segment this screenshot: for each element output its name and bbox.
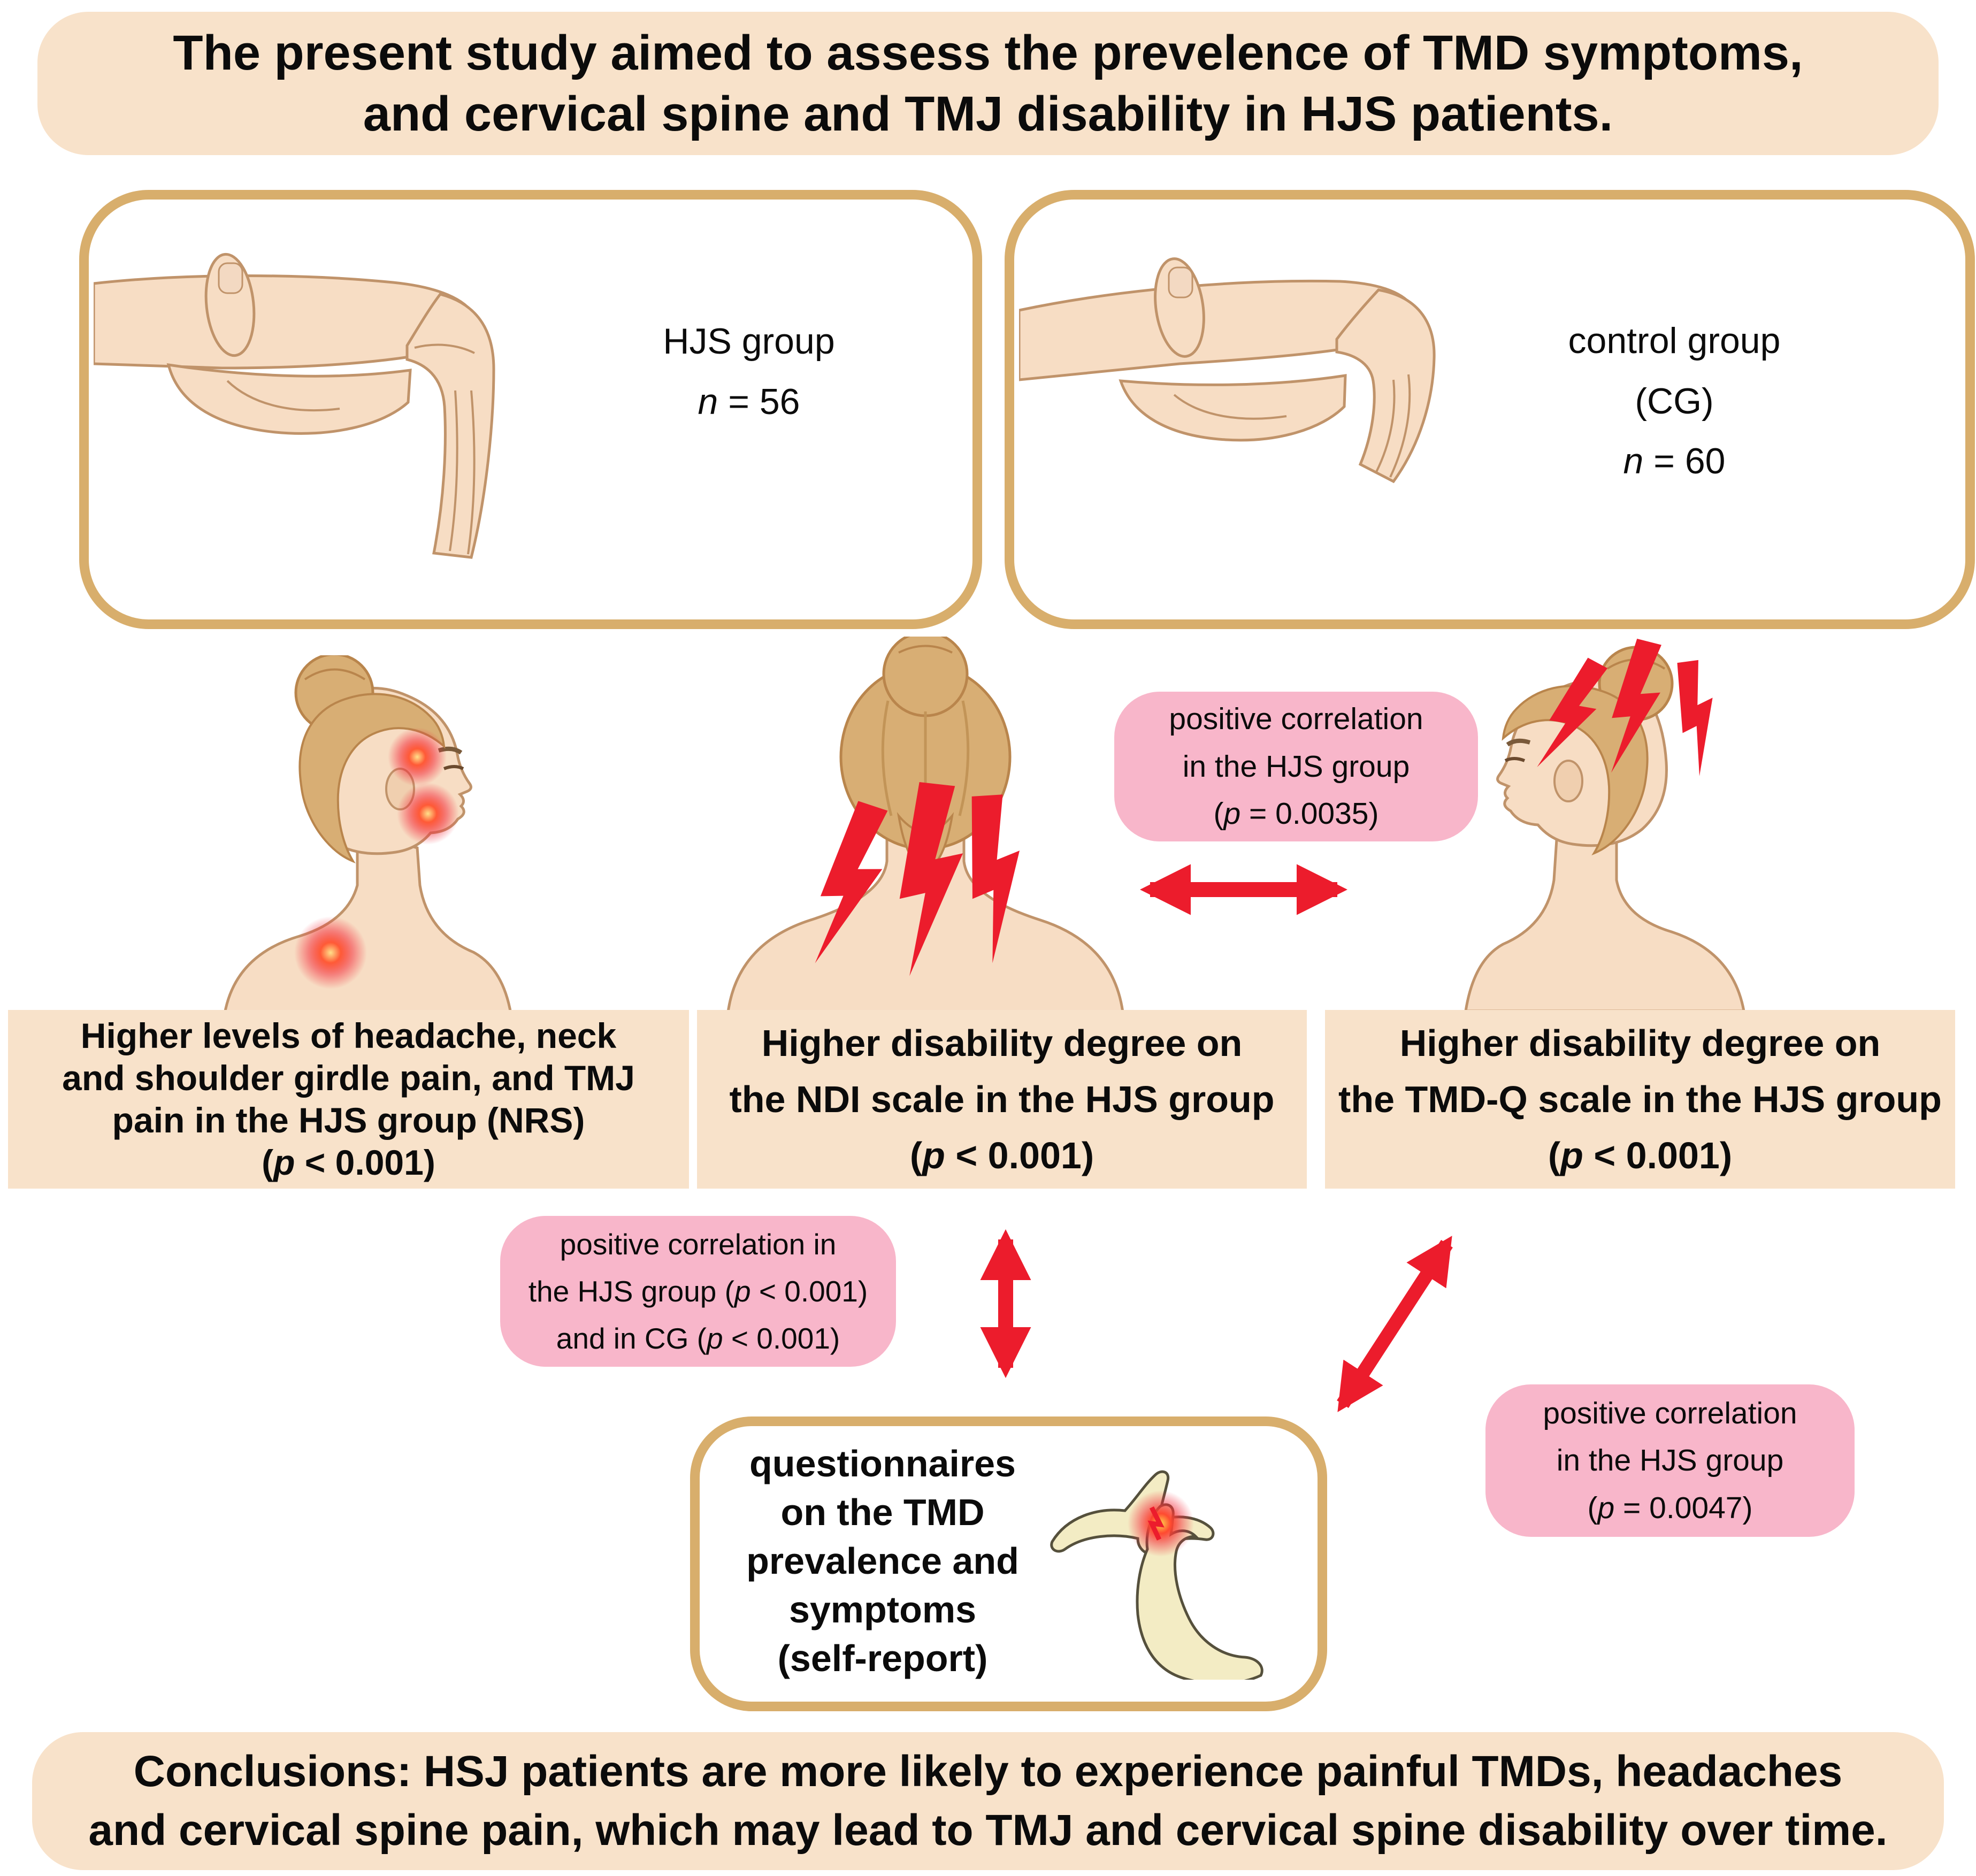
title-line: and cervical spine and TMJ disability in…: [363, 87, 1613, 141]
lightning-icon: [815, 782, 1020, 976]
shoulders-shape: [1464, 822, 1745, 1011]
text-line: on the TMD: [780, 1491, 985, 1533]
control-group-text: control group (CG) n = 60: [1487, 286, 1862, 516]
examiner-hand-shape: [166, 363, 412, 435]
p-value: (p = 0.0047): [1587, 1490, 1753, 1525]
text-line: the NDI scale in the HJS group: [729, 1078, 1275, 1120]
p-value: (p < 0.001): [909, 1134, 1094, 1176]
text-line: positive correlation: [1169, 702, 1423, 737]
questionnaire-text: questionnaires on the TMD prevalence and…: [706, 1443, 1059, 1679]
hjs-group-text: HJS group n = 56: [572, 292, 925, 452]
pain-flash-icon: [1147, 1506, 1165, 1541]
double-arrow-diagonal: [1337, 1236, 1453, 1412]
text-line: Higher disability degree on: [761, 1022, 1243, 1064]
finding-box-ndi: Higher disability degree on the NDI scal…: [697, 1010, 1307, 1189]
shoulders-shape: [223, 830, 512, 1014]
woman-pain-profile-illustration: [223, 655, 512, 1014]
thumbnail-shape: [218, 262, 243, 294]
text-line: symptoms: [788, 1588, 977, 1630]
p-value: the HJS group (p < 0.001): [528, 1275, 868, 1308]
hand-hypermobility-negative-illustration: [1019, 257, 1436, 484]
text-line: positive correlation: [1543, 1396, 1797, 1430]
p-value: (p = 0.0035): [1213, 797, 1379, 831]
eyebrow-shape: [1506, 738, 1531, 747]
text-line: Higher disability degree on: [1399, 1022, 1881, 1064]
text-line: and shoulder girdle pain, and TMJ: [62, 1058, 635, 1098]
control-group-label: control group: [1568, 320, 1781, 361]
p-value: and in CG (p < 0.001): [556, 1322, 840, 1355]
text-line: Higher levels of headache, neck: [80, 1015, 617, 1055]
text-line: (self-report): [777, 1637, 988, 1679]
eye-shape: [1504, 757, 1526, 762]
finding-box-tmdq: Higher disability degree on the TMD-Q sc…: [1325, 1010, 1955, 1189]
ear-shape: [1553, 760, 1583, 802]
text-line: prevalence and: [746, 1540, 1019, 1582]
examiner-hand-shape: [1119, 374, 1347, 442]
double-arrow-vertical: [980, 1229, 1031, 1379]
title-banner: The present study aimed to assess the pr…: [37, 12, 1939, 155]
thumbnail-shape: [1168, 266, 1193, 298]
hand-hypermobility-positive-illustration: [94, 252, 495, 559]
correlation-badge-left: positive correlation in the HJS group (p…: [500, 1216, 896, 1367]
text-line: in the HJS group: [1556, 1443, 1784, 1478]
woman-back-lightning-illustration: [726, 637, 1125, 1016]
conclusion-line: and cervical spine pain, which may lead …: [88, 1806, 1888, 1855]
bent-hand-shape: [1335, 288, 1436, 484]
hair-shape: [298, 693, 446, 864]
hair-bun-shape: [882, 637, 969, 717]
pain-glow-shoulder: [294, 916, 367, 989]
conclusion-line: Conclusions: HSJ patients are more likel…: [133, 1747, 1843, 1796]
correlation-badge-right: positive correlation in the HJS group (p…: [1485, 1384, 1855, 1537]
eye-shape: [443, 765, 464, 770]
pain-glow-jaw: [397, 783, 459, 845]
text-line: the TMD-Q scale in the HJS group: [1338, 1078, 1942, 1120]
double-arrow-horizontal: [1139, 864, 1348, 915]
text-line: questionnaires: [749, 1442, 1016, 1484]
lightning-icon: [1537, 638, 1713, 777]
hjs-sample-size: n = 56: [698, 381, 800, 422]
p-value: (p < 0.001): [262, 1143, 435, 1183]
conclusion-banner: Conclusions: HSJ patients are more likel…: [32, 1732, 1944, 1870]
bent-hand-shape: [405, 293, 495, 559]
control-sample-size: n = 60: [1623, 441, 1726, 482]
pain-glow-temple: [388, 728, 447, 786]
text-line: in the HJS group: [1182, 749, 1410, 784]
text-line: pain in the HJS group (NRS): [112, 1100, 585, 1140]
hjs-group-label: HJS group: [663, 321, 835, 362]
title-line: The present study aimed to assess the pr…: [173, 25, 1803, 80]
p-value: (p < 0.001): [1548, 1134, 1733, 1176]
control-group-abbr: (CG): [1635, 380, 1714, 422]
woman-profile-lightning-illustration: [1464, 638, 1745, 1011]
text-line: positive correlation in: [560, 1228, 837, 1261]
tmj-joint-illustration: [1050, 1470, 1263, 1680]
correlation-badge-top: positive correlation in the HJS group (p…: [1114, 692, 1478, 841]
finding-box-pain-levels: Higher levels of headache, neck and shou…: [8, 1010, 689, 1189]
